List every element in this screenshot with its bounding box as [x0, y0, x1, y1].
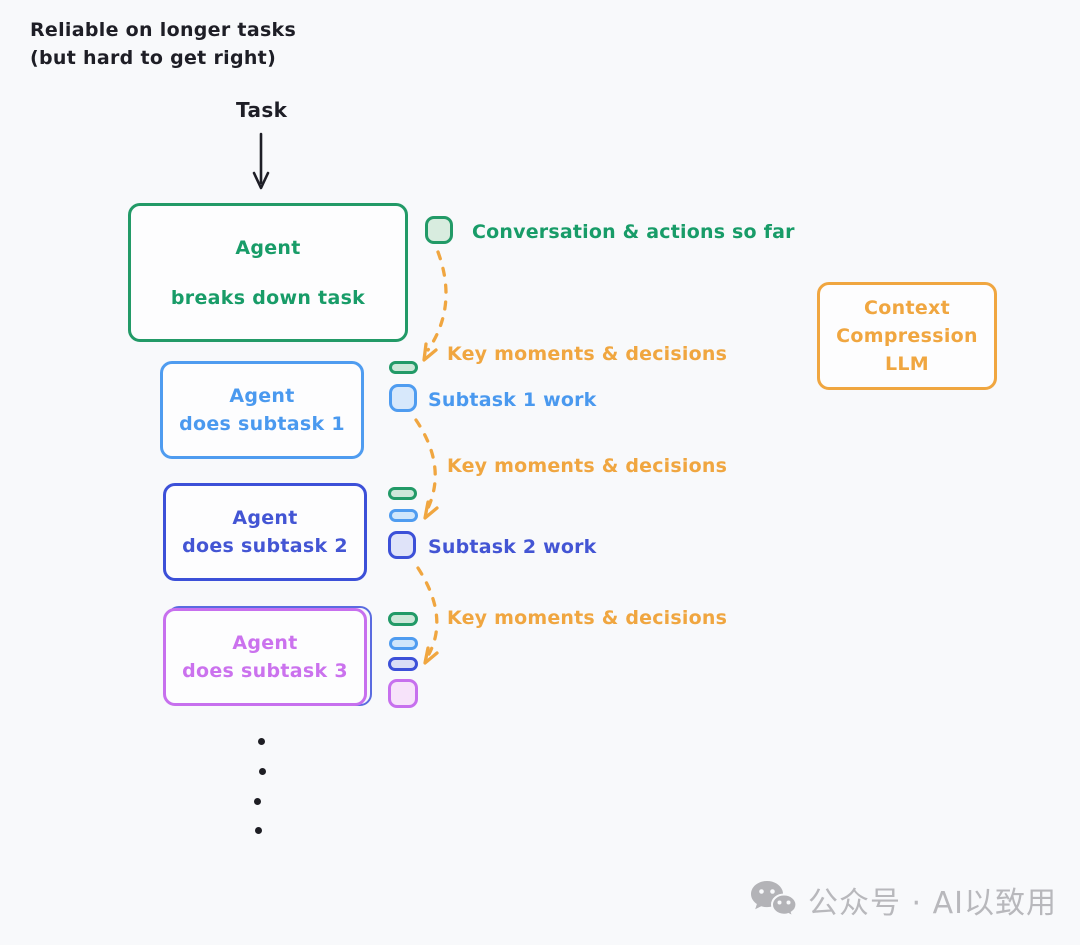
- subtask2-work-label: Subtask 2 work: [428, 536, 597, 558]
- subtask1-work-icon: [389, 384, 417, 412]
- diagram-title: Reliable on longer tasks (but hard to ge…: [30, 16, 296, 72]
- key-moments-label-2: Key moments & decisions: [447, 455, 728, 477]
- compression-arrow-3: [416, 566, 439, 665]
- continuation-dot-2: [259, 768, 266, 775]
- agent-box-title: Agent: [235, 236, 301, 259]
- subtask1-box-title: Agent: [229, 385, 295, 407]
- agent-breakdown-box: Agent breaks down task: [128, 203, 408, 342]
- stack1-key-moments-pill-green: [389, 361, 418, 374]
- context-box-line1: Context: [864, 296, 950, 319]
- stack3-key-moments-pill-indigo: [388, 657, 418, 671]
- agent-subtask1-box: Agent does subtask 1: [160, 361, 364, 459]
- compression-arrow-2: [414, 418, 439, 520]
- title-line1: Reliable on longer tasks: [30, 19, 297, 41]
- wechat-icon: [751, 881, 798, 919]
- subtask2-work-icon: [388, 531, 416, 559]
- subtask3-work-icon: [388, 679, 418, 708]
- stack2-key-moments-pill-green: [388, 487, 417, 500]
- context-compression-llm-box: Context Compression LLM: [817, 282, 997, 390]
- subtask3-box-title: Agent: [232, 632, 298, 654]
- subtask1-box-subtitle: does subtask 1: [179, 413, 345, 435]
- watermark: 公众号 · AI以致用: [750, 878, 1057, 922]
- continuation-dot-1: [258, 738, 265, 745]
- agent-subtask3-box: Agent does subtask 3: [163, 608, 367, 706]
- continuation-dot-4: [255, 827, 262, 834]
- conversation-label: Conversation & actions so far: [472, 221, 795, 243]
- subtask3-box-subtitle: does subtask 3: [182, 660, 348, 682]
- agent-subtask2-box: Agent does subtask 2: [163, 483, 367, 581]
- agent-box-subtitle: breaks down task: [170, 286, 366, 309]
- task-label: Task: [236, 98, 288, 122]
- task-arrow: [252, 132, 270, 190]
- subtask2-box-subtitle: does subtask 2: [182, 535, 348, 557]
- subtask1-work-label: Subtask 1 work: [428, 389, 597, 411]
- stack2-key-moments-pill-blue: [389, 509, 418, 522]
- conversation-state-icon: [425, 216, 453, 244]
- key-moments-label-1: Key moments & decisions: [447, 343, 728, 365]
- watermark-text: 公众号 · AI以致用: [808, 886, 1057, 921]
- stack3-key-moments-pill-blue: [389, 637, 418, 650]
- title-line2: (but hard to get right): [30, 47, 277, 69]
- context-box-line2: Compression: [836, 324, 978, 347]
- context-box-line3: LLM: [884, 352, 930, 375]
- stack3-key-moments-pill-green: [388, 612, 418, 626]
- continuation-dot-3: [254, 798, 261, 805]
- compression-arrow-1: [422, 250, 448, 362]
- subtask2-box-title: Agent: [232, 507, 298, 529]
- key-moments-label-3: Key moments & decisions: [447, 607, 728, 629]
